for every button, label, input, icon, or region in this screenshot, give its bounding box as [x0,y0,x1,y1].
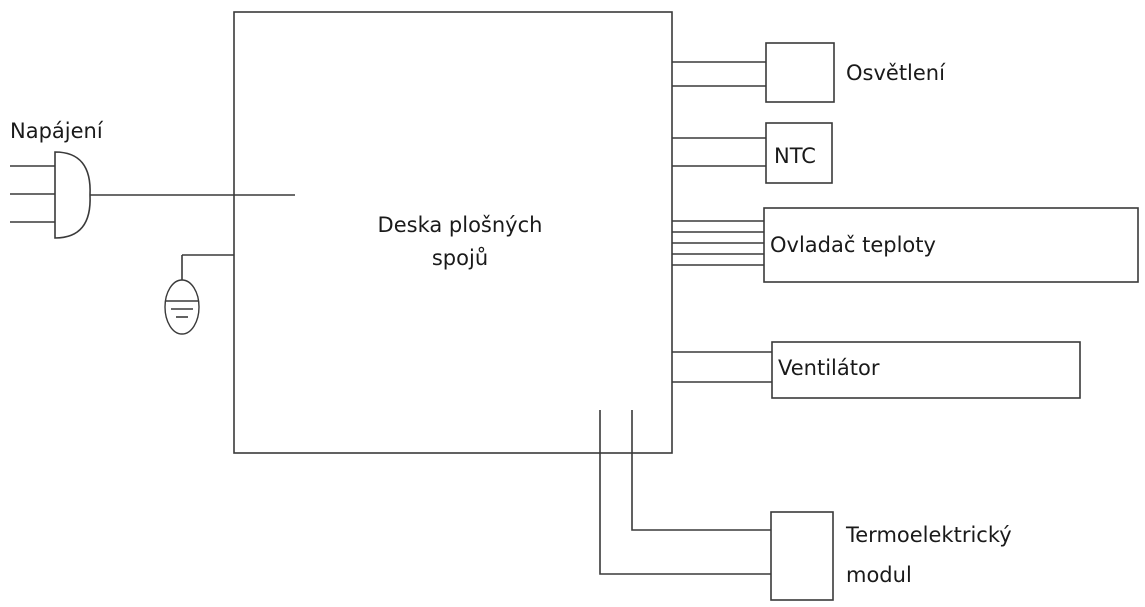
fan-label: Ventilátor [778,356,880,380]
temp-controller-label: Ovladač teploty [770,233,936,257]
pcb-label-line1: Deska plošných [378,213,543,237]
thermo-module-label-line2: modul [846,563,912,587]
fan-wires [672,351,772,383]
power-label: Napájení [10,119,104,143]
pcb-label-line2: spojů [432,246,488,270]
lighting-wires [672,61,766,87]
ground-icon [164,254,234,335]
lighting-label: Osvětlení [846,61,946,85]
fan-box [771,341,1081,399]
ntc-box [765,122,833,184]
temp-controller-box [763,207,1139,283]
ntc-wires [672,137,766,167]
ntc-label: NTC [774,144,816,168]
thermo-module-wires [599,410,771,575]
lighting-box [765,42,835,103]
thermo-module-label-line1: Termoelektrický [845,523,1012,547]
power-plug-icon [10,151,91,239]
pcb-box [233,11,673,454]
temp-controller-wires [672,220,764,266]
thermo-module-box [770,511,834,601]
